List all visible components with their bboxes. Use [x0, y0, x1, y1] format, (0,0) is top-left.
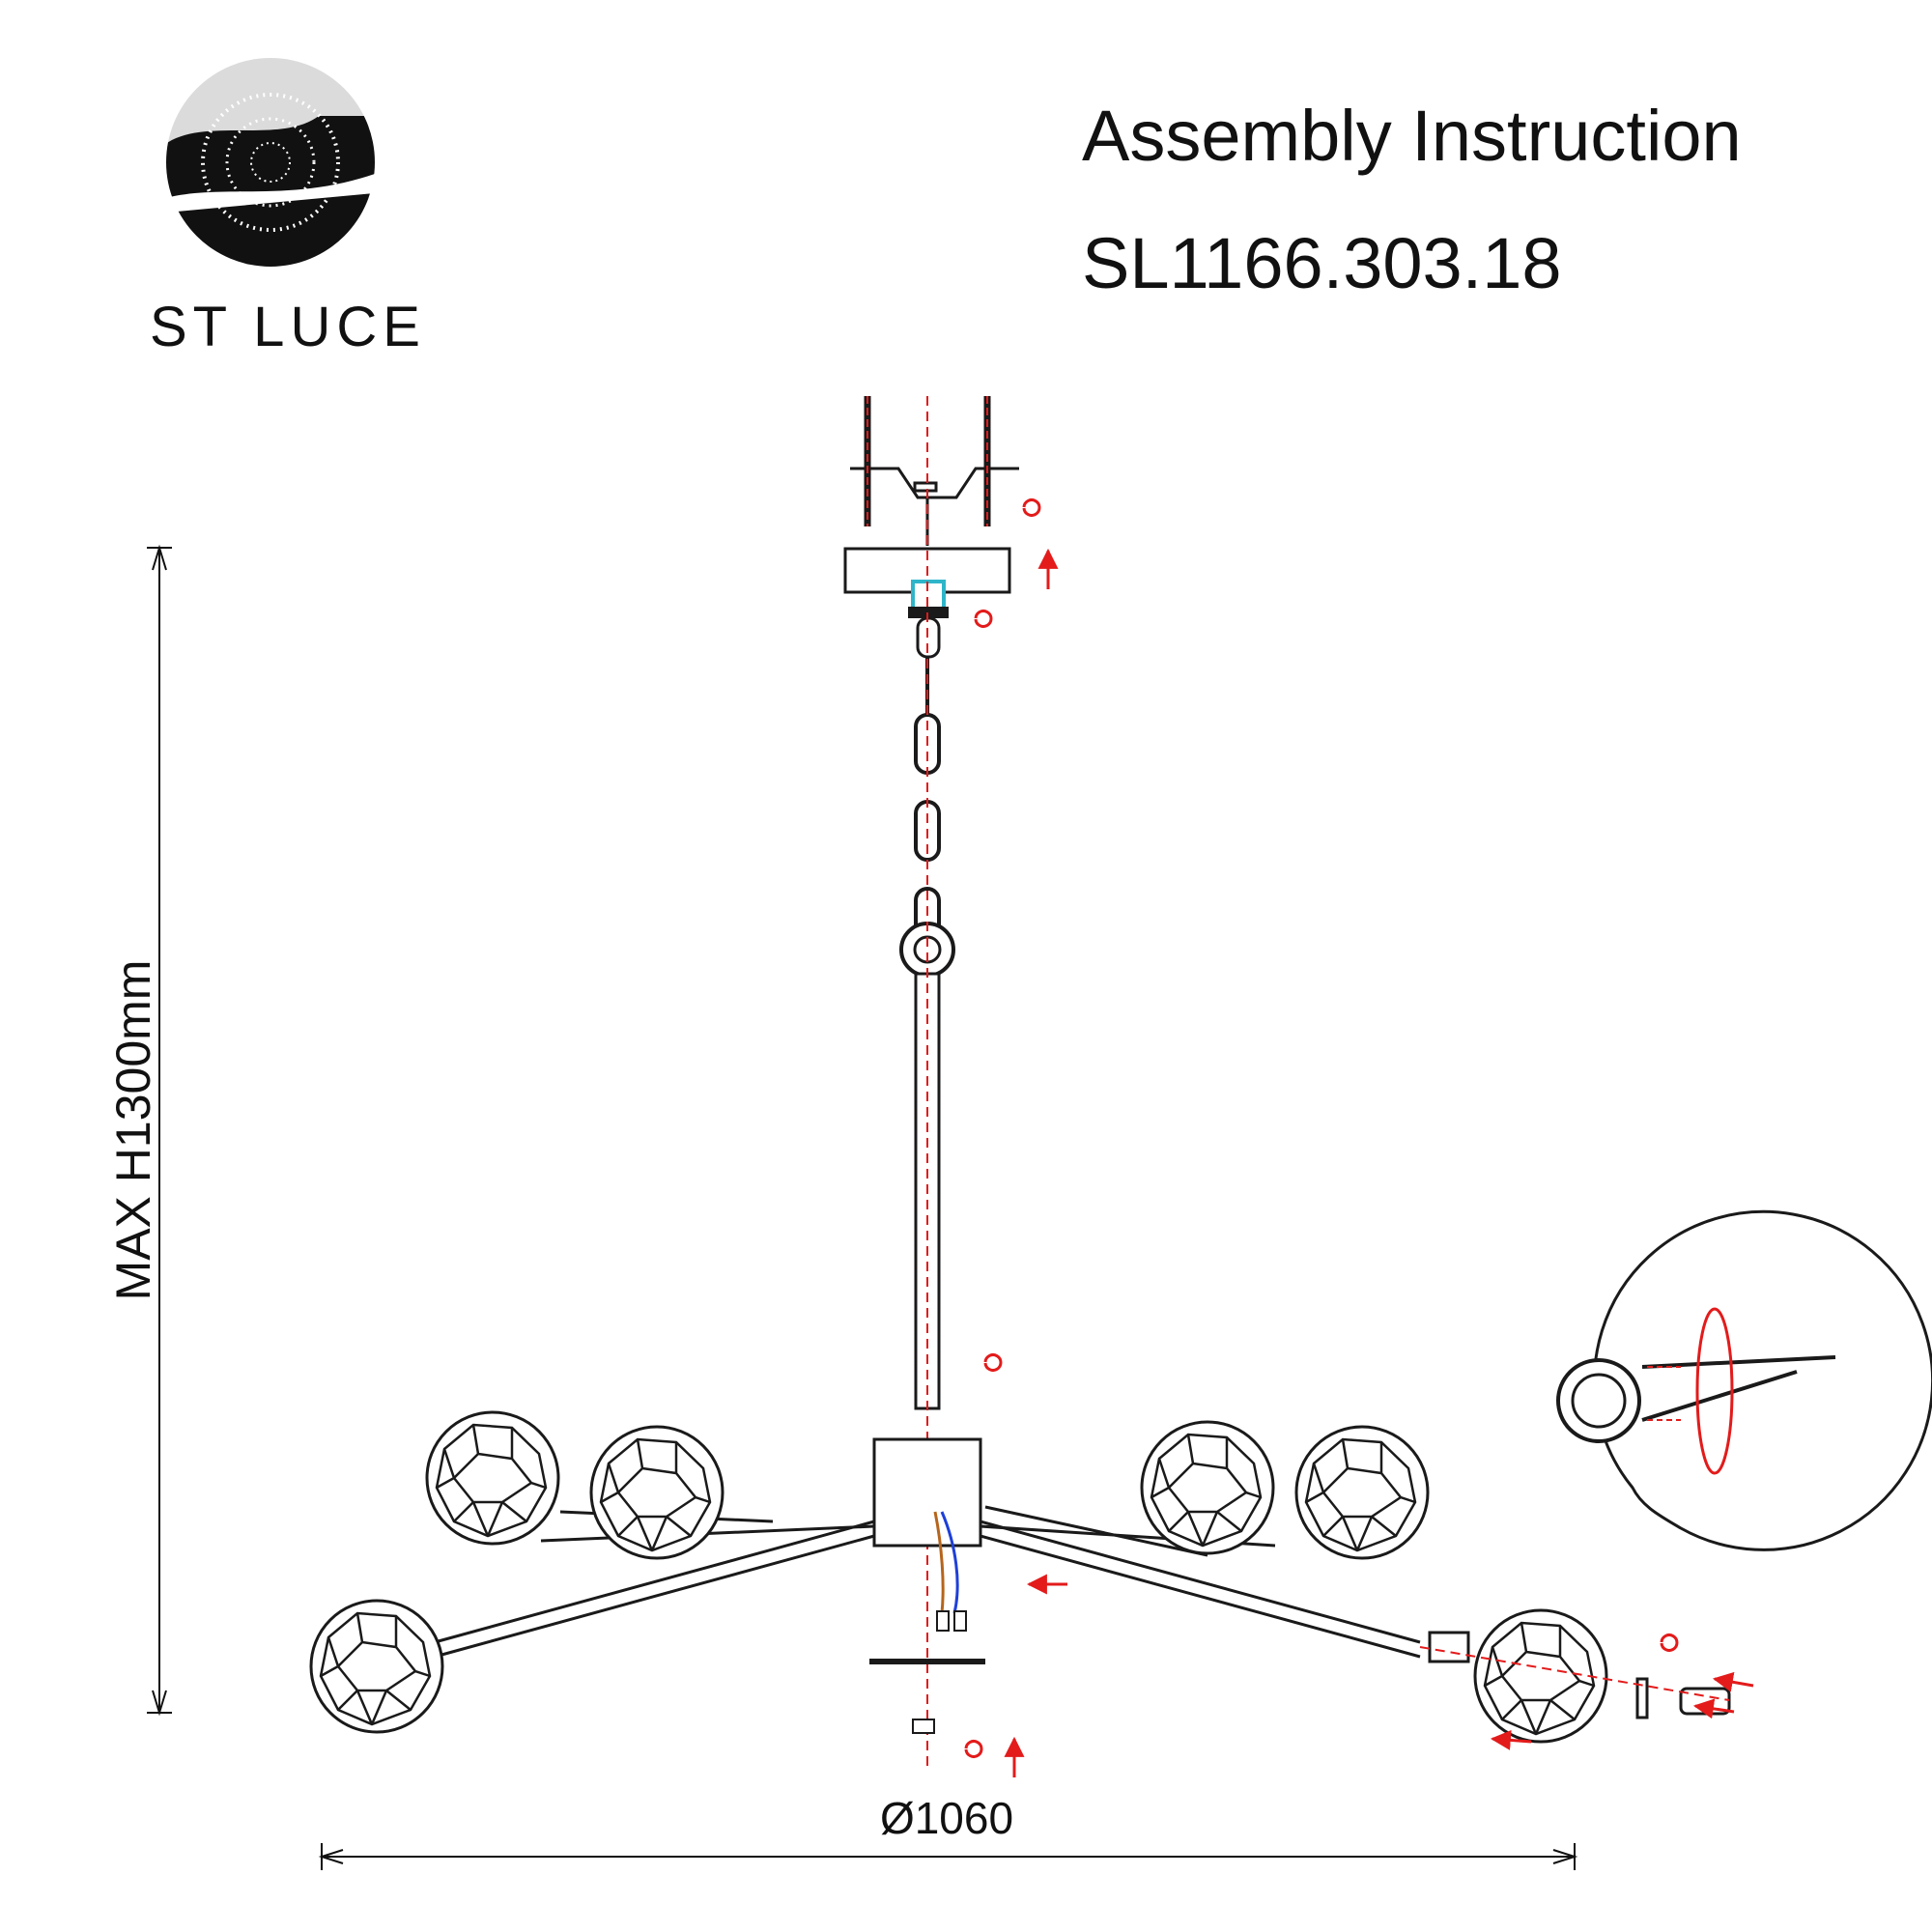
bottom-nut [912, 1719, 935, 1734]
terminal-connector [953, 1610, 967, 1632]
brand-logo [164, 58, 377, 267]
terminal-connector [936, 1610, 950, 1632]
page-title: Assembly Instruction [1082, 96, 1742, 176]
bulb-axis [1419, 1646, 1730, 1701]
glass-shade-5 [1294, 1425, 1430, 1560]
model-number: SL1166.303.18 [1082, 223, 1562, 303]
center-body [872, 1437, 982, 1548]
lamp-holder [1428, 1631, 1470, 1663]
glass-shade-6 [1473, 1608, 1608, 1744]
diameter-label: Ø1060 [880, 1793, 1013, 1843]
glass-shade-1 [425, 1410, 560, 1546]
ceiling-bracket [850, 467, 1019, 546]
height-label: MAX H1300mm [106, 960, 160, 1301]
glass-shade-4 [1140, 1420, 1275, 1555]
brand-name: ST LUCE [150, 296, 426, 358]
diameter-dimension: Ø1060 [318, 1793, 1578, 1870]
height-dimension: MAX H1300mm [106, 544, 172, 1717]
wire-brown [933, 1511, 945, 1614]
detail-callout [1556, 1209, 1932, 1551]
wire-blue [940, 1511, 959, 1614]
shade-ring [1635, 1677, 1649, 1719]
glass-shade-2 [589, 1425, 724, 1560]
assembly-arrows [964, 498, 1754, 1777]
glass-shade-3 [309, 1599, 444, 1734]
